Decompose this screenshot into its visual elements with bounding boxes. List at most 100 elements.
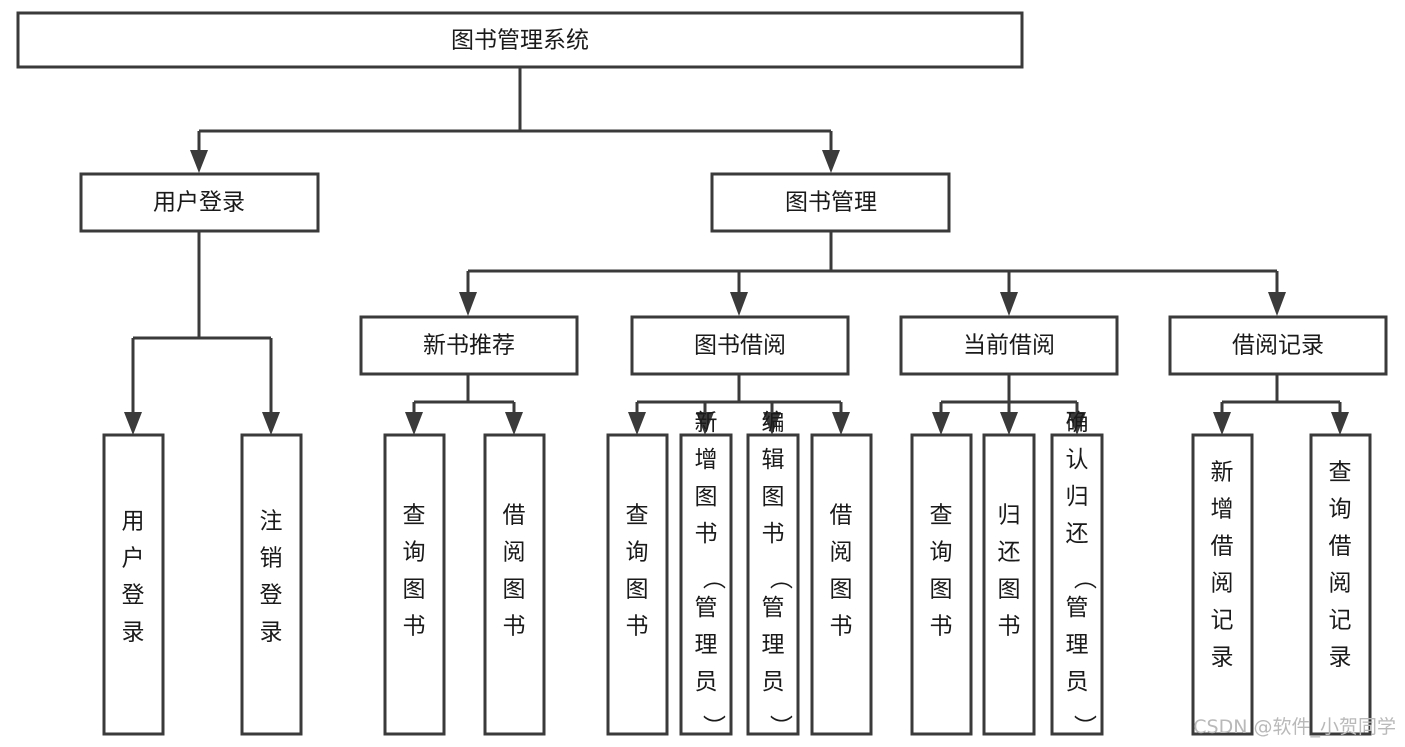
svg-text:录: 录 [1329, 645, 1352, 671]
connector-layer [124, 67, 1349, 435]
svg-text:员: 员 [762, 669, 785, 695]
arrow-borrow-record [1268, 292, 1286, 316]
svg-text:图: 图 [503, 577, 526, 603]
leaf-add-book-admin-box[interactable] [679, 433, 733, 736]
node-book-borrow[interactable]: 图书借阅 [630, 315, 850, 376]
svg-text:管: 管 [695, 595, 718, 621]
node-user-login-label: 用户登录 [153, 190, 245, 216]
svg-text:理: 理 [1066, 632, 1089, 658]
svg-text:图: 图 [403, 577, 426, 603]
svg-text:查: 查 [403, 503, 426, 529]
svg-text:理: 理 [695, 632, 718, 658]
svg-text:借: 借 [830, 503, 853, 529]
svg-text:登: 登 [260, 583, 283, 609]
node-user-login[interactable]: 用户登录 [79, 172, 320, 233]
svg-text:书: 书 [403, 614, 426, 640]
arrow-leaf-borrow-book [832, 412, 850, 435]
svg-text:确: 确 [1066, 410, 1089, 436]
svg-text:图: 图 [998, 577, 1021, 603]
svg-text:理: 理 [762, 632, 785, 658]
svg-text:书: 书 [762, 521, 785, 547]
node-book-management-label: 图书管理 [785, 190, 877, 216]
node-borrow-record[interactable]: 借阅记录 [1168, 315, 1388, 376]
leaf-user-logout-box[interactable] [240, 433, 303, 736]
svg-text:查: 查 [930, 503, 953, 529]
svg-text:借: 借 [1329, 534, 1352, 560]
arrow-user-login [190, 150, 208, 173]
svg-text:增: 增 [1211, 497, 1234, 523]
svg-text:编: 编 [762, 410, 785, 436]
svg-text:询: 询 [930, 540, 953, 566]
node-current-borrow-box[interactable] [899, 315, 1119, 376]
arrow-leaf-confirm-return-admin [1068, 412, 1086, 435]
node-book-management[interactable]: 图书管理 [710, 172, 951, 233]
svg-text:阅: 阅 [1329, 571, 1352, 597]
svg-text:用: 用 [122, 509, 145, 535]
leaf-borrow-book-recommend-box[interactable] [483, 433, 546, 736]
node-new-book-recommend-box[interactable] [359, 315, 579, 376]
svg-text:录: 录 [260, 620, 283, 646]
svg-text:增: 增 [695, 447, 718, 473]
svg-text:询: 询 [403, 540, 426, 566]
arrow-leaf-return-book [1000, 412, 1018, 435]
leaf-user-login-box[interactable] [102, 433, 165, 736]
svg-text:认: 认 [1066, 447, 1089, 473]
node-user-login-box[interactable] [79, 172, 320, 233]
svg-text:注: 注 [260, 509, 283, 535]
node-root-box[interactable] [16, 11, 1024, 69]
svg-text:管: 管 [1066, 595, 1089, 621]
node-book-management-box[interactable] [710, 172, 951, 233]
svg-text:借: 借 [1211, 534, 1234, 560]
leaf-borrow-book-box[interactable] [810, 433, 873, 736]
svg-text:管: 管 [762, 595, 785, 621]
svg-text:书: 书 [503, 614, 526, 640]
svg-text:新: 新 [1211, 460, 1234, 486]
leaf-query-book-current-box[interactable] [910, 433, 973, 736]
svg-text:书: 书 [998, 614, 1021, 640]
svg-text:员: 员 [1066, 669, 1089, 695]
leaf-query-book-borrow-box[interactable] [606, 433, 669, 736]
leaf-query-borrow-record-box[interactable] [1309, 433, 1372, 736]
node-book-borrow-box[interactable] [630, 315, 850, 376]
node-current-borrow[interactable]: 当前借阅 [899, 315, 1119, 376]
node-borrow-record-box[interactable] [1168, 315, 1388, 376]
leaf-add-borrow-record-box[interactable] [1191, 433, 1254, 736]
arrow-book-management [822, 150, 840, 173]
leaf-return-book-box[interactable] [982, 433, 1036, 736]
node-root[interactable]: 图书管理系统 [16, 11, 1024, 69]
svg-text:录: 录 [1211, 645, 1234, 671]
leaf-query-book-recommend-box[interactable] [383, 433, 446, 736]
arrow-leaf-edit-book-admin [763, 412, 781, 435]
svg-text:阅: 阅 [503, 540, 526, 566]
arrow-leaf-user-login [124, 412, 142, 435]
leaf-edit-book-admin-box[interactable] [746, 433, 800, 736]
node-new-book-recommend[interactable]: 新书推荐 [359, 315, 579, 376]
leaf-confirm-return-admin-box[interactable] [1050, 433, 1104, 736]
leaf-user-login[interactable]: 用户登录 [102, 433, 165, 736]
svg-text:）: ） [1071, 715, 1097, 738]
svg-text:书: 书 [695, 521, 718, 547]
svg-text:归: 归 [998, 503, 1021, 529]
svg-text:阅: 阅 [830, 540, 853, 566]
svg-text:图: 图 [695, 484, 718, 510]
